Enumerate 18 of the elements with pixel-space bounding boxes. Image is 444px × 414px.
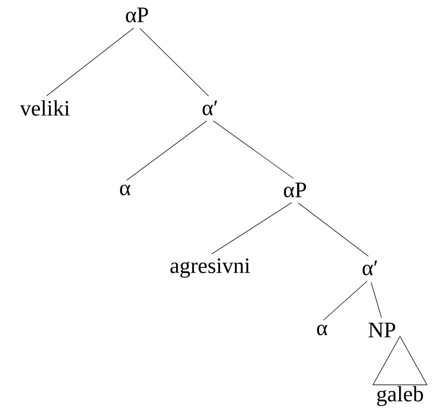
tree-node-label: α: [317, 324, 328, 336]
tree-node-label: galeb: [377, 386, 423, 406]
tree-node-label: veliki: [20, 100, 70, 116]
tree-node-label: αP: [126, 8, 148, 22]
tree-branch: [46, 28, 134, 96]
tree-branch: [212, 120, 294, 179]
tree-branch: [211, 202, 292, 254]
tree-branch: [140, 28, 209, 96]
tree-branch: [323, 280, 368, 320]
tree-node-label: αP: [284, 182, 306, 198]
tree-node-label: α′: [362, 260, 378, 276]
tree-node-label: NP: [368, 322, 396, 338]
tree-node-label: α: [120, 184, 130, 196]
tree-node-label: α′: [202, 100, 218, 116]
tree-branch: [126, 120, 208, 181]
tree-branch: [370, 282, 382, 318]
tree-branch: [298, 202, 369, 257]
tree-node-label: agresivni: [170, 258, 250, 278]
